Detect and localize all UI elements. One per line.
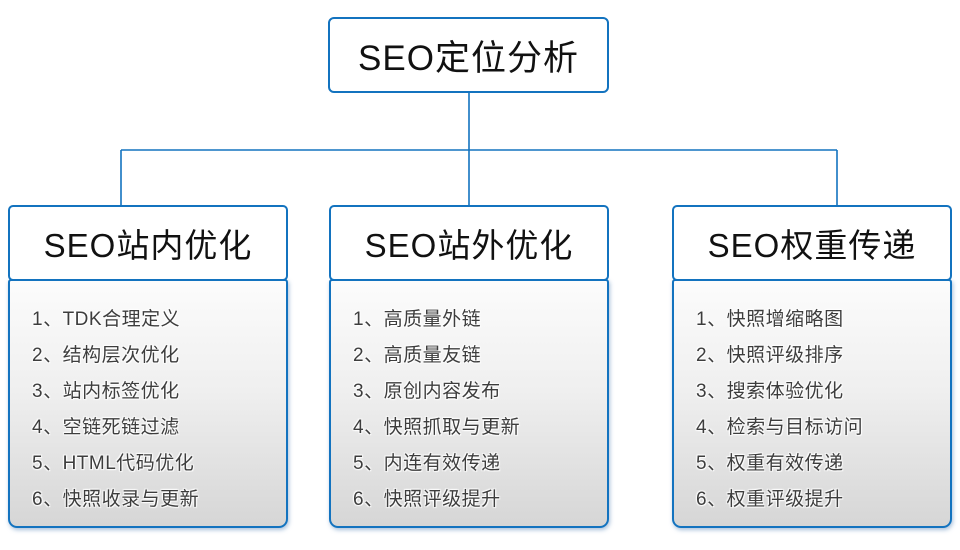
list-item: 6、快照评级提升 [353,489,501,510]
list-item: 6、快照收录与更新 [32,489,200,510]
branch-onsite-optimization: SEO站内优化 1、TDK合理定义 2、结构层次优化 3、站内标签优化 4、空链… [8,205,288,528]
root-node-seo-positioning: SEO定位分析 [328,17,609,93]
branch-weight-transfer: SEO权重传递 1、快照增缩略图 2、快照评级排序 3、搜索体验优化 4、检索与… [672,205,952,528]
branch-list-weight: 1、快照增缩略图 2、快照评级排序 3、搜索体验优化 4、检索与目标访问 5、权… [672,279,952,528]
list-item: 1、高质量外链 [353,309,482,330]
branch-title: SEO站外优化 [364,227,574,264]
branch-list-onsite: 1、TDK合理定义 2、结构层次优化 3、站内标签优化 4、空链死链过滤 5、H… [8,279,288,528]
list-item: 5、权重有效传递 [696,453,844,474]
list-item: 4、空链死链过滤 [32,417,180,438]
branch-title: SEO权重传递 [707,227,917,264]
list-item: 2、高质量友链 [353,345,482,366]
branch-list-offsite: 1、高质量外链 2、高质量友链 3、原创内容发布 4、快照抓取与更新 5、内连有… [329,279,609,528]
branch-offsite-optimization: SEO站外优化 1、高质量外链 2、高质量友链 3、原创内容发布 4、快照抓取与… [329,205,609,528]
list-item: 5、HTML代码优化 [32,453,195,474]
list-item: 3、原创内容发布 [353,381,501,402]
branch-header-onsite: SEO站内优化 [8,205,288,281]
root-node-title: SEO定位分析 [358,38,579,78]
list-item: 2、结构层次优化 [32,345,180,366]
branch-header-offsite: SEO站外优化 [329,205,609,281]
list-item: 5、内连有效传递 [353,453,501,474]
list-item: 4、检索与目标访问 [696,417,864,438]
list-item: 4、快照抓取与更新 [353,417,521,438]
list-item: 3、搜索体验优化 [696,381,844,402]
branch-title: SEO站内优化 [43,227,253,264]
branch-header-weight: SEO权重传递 [672,205,952,281]
list-item: 6、权重评级提升 [696,489,844,510]
list-item: 1、TDK合理定义 [32,309,181,330]
list-item: 3、站内标签优化 [32,381,180,402]
list-item: 2、快照评级排序 [696,345,844,366]
list-item: 1、快照增缩略图 [696,309,844,330]
